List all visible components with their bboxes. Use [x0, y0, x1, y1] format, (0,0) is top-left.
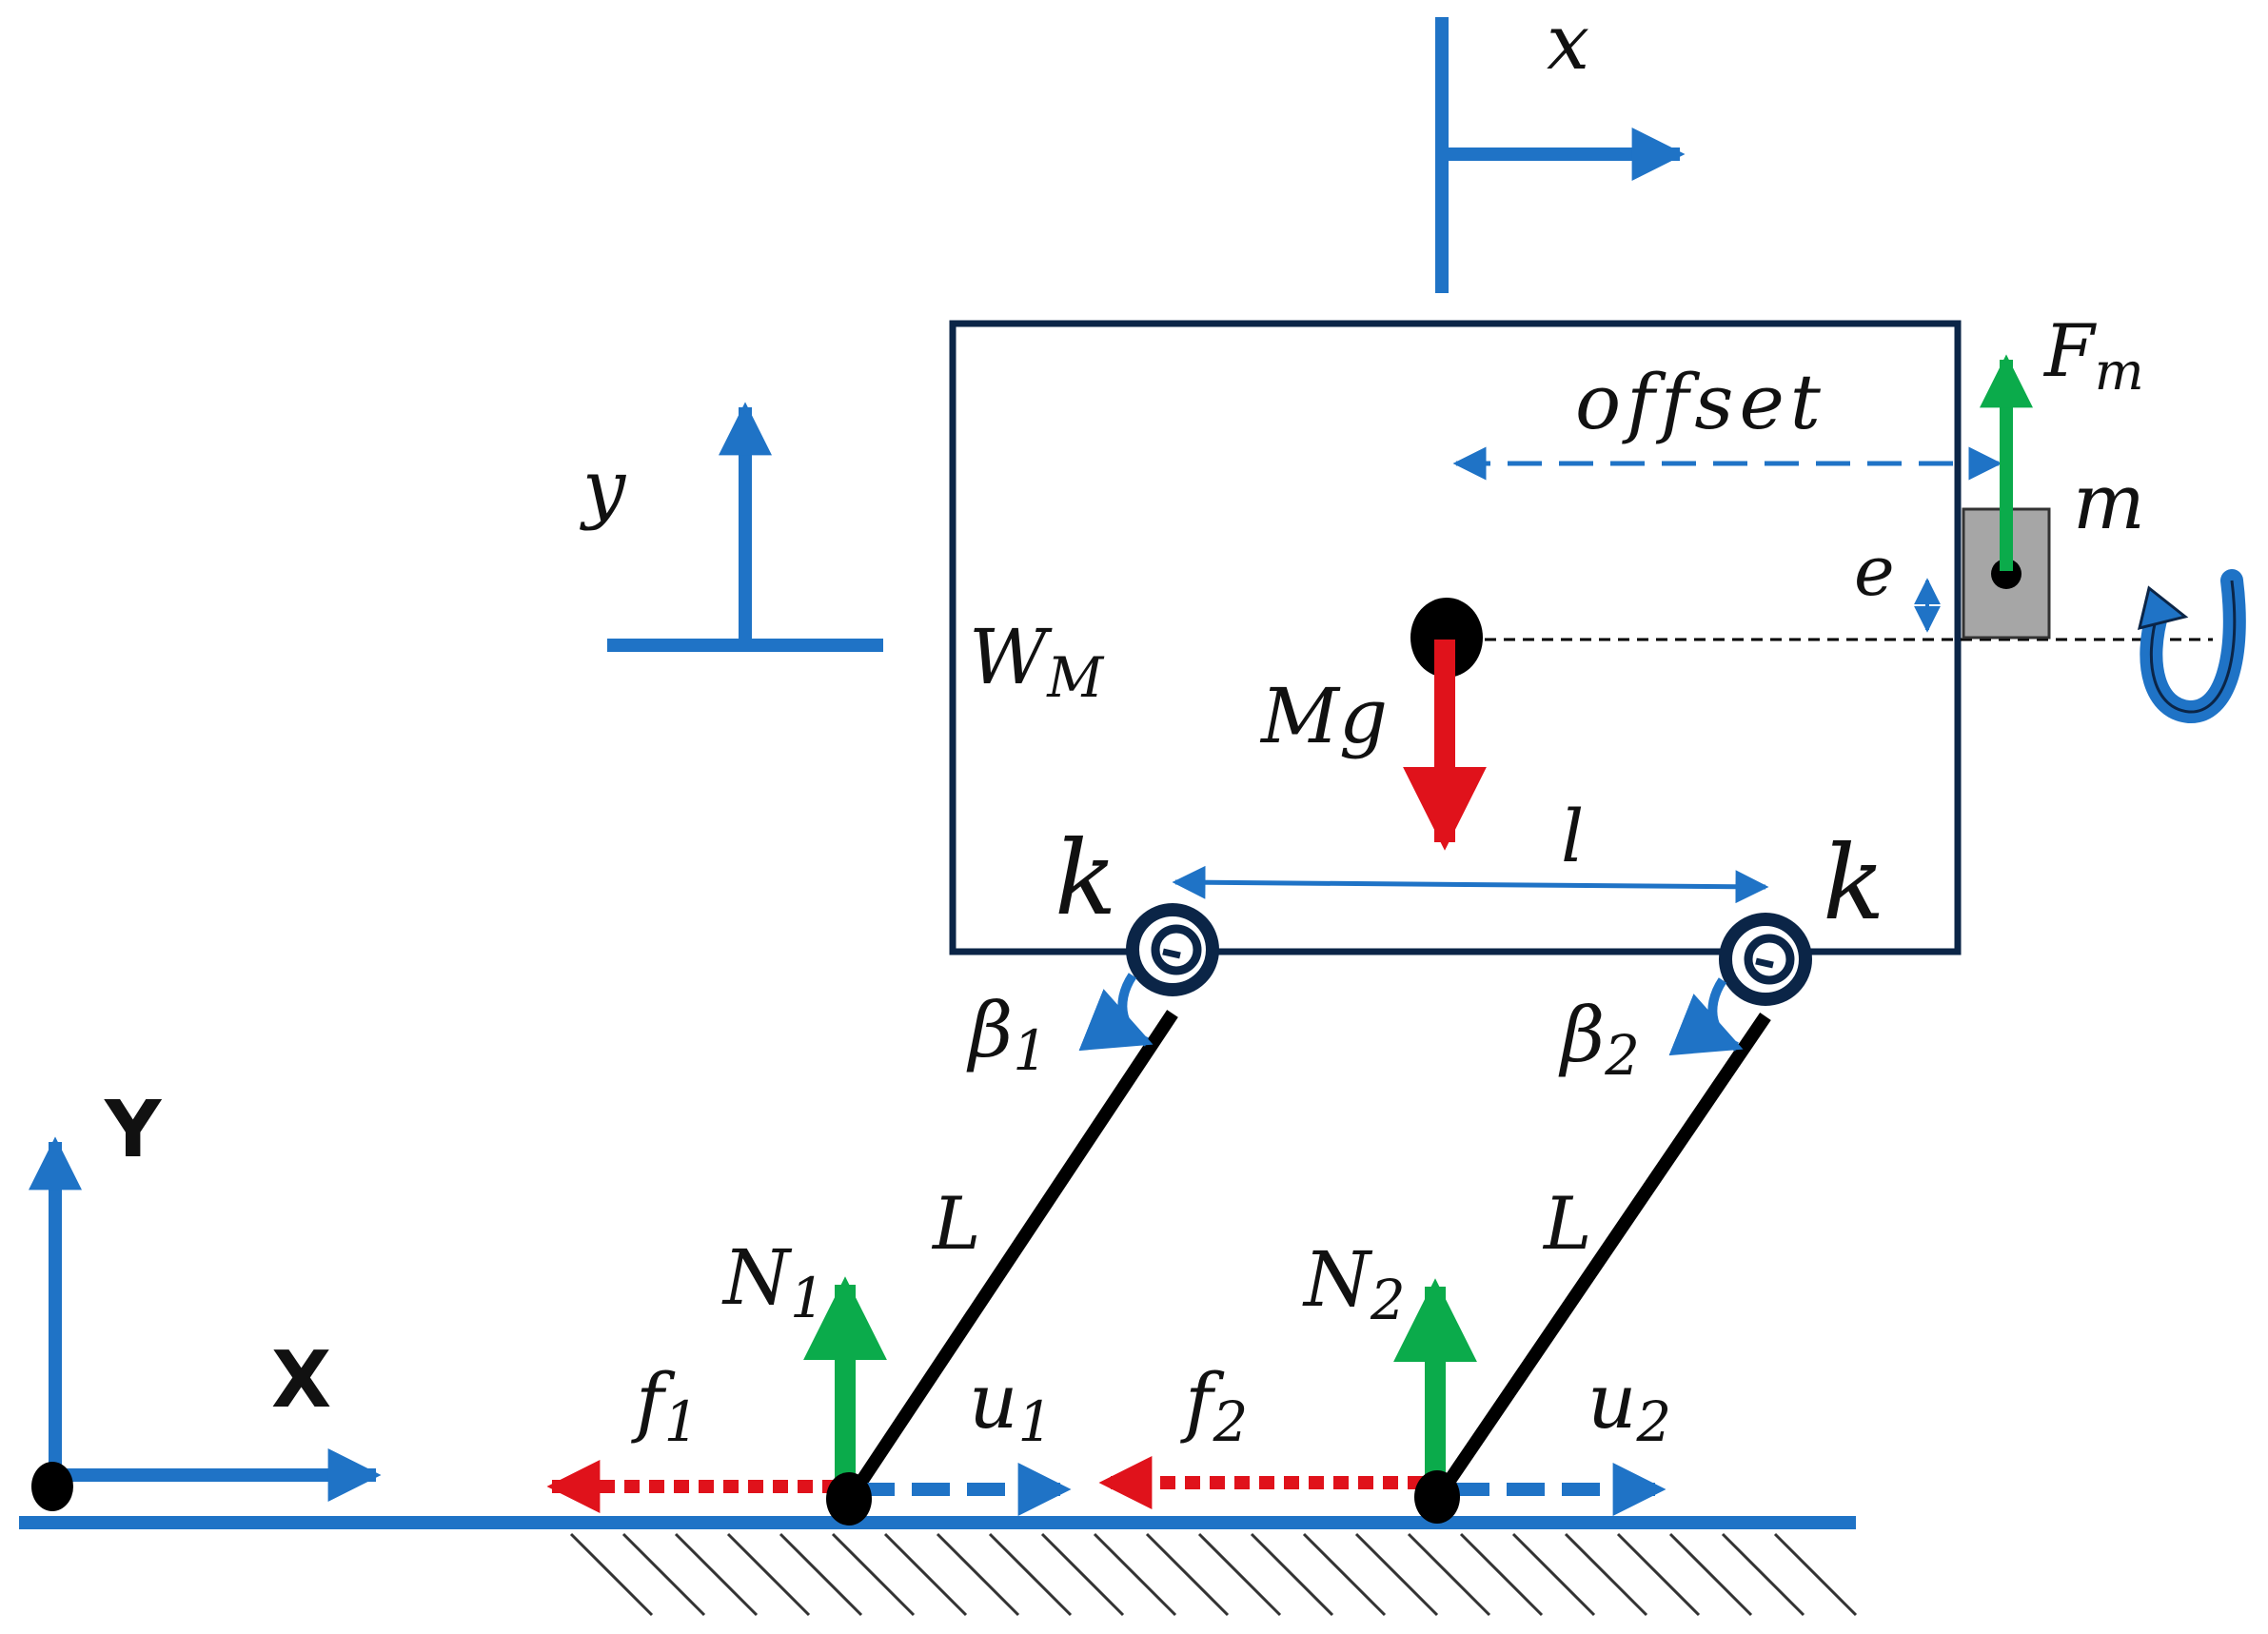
right-leg: [1433, 1013, 1771, 1500]
body-weight-label: WM: [969, 613, 1105, 710]
weight-label: Mg: [1259, 672, 1388, 760]
normal2-label: N2: [1302, 1235, 1406, 1332]
global-x-label: X: [271, 1335, 331, 1426]
friction1-label: f1: [631, 1357, 699, 1454]
beta2-label: β2: [1558, 991, 1640, 1088]
mass-force-label: Fm: [2042, 308, 2144, 402]
global-frame: Y X: [28, 1085, 382, 1511]
actuation2-label: u2: [1588, 1357, 1671, 1454]
left-spring-label: k: [1055, 819, 1116, 938]
body-x-frame: x: [1435, 0, 1686, 293]
leg-spacing-label: l: [1561, 794, 1584, 878]
left-torsion-spring: [1126, 903, 1219, 996]
beta2-angle-arrow: [1668, 977, 1744, 1056]
friction2-label: f2: [1180, 1357, 1248, 1454]
actuation1-label: u1: [969, 1357, 1053, 1454]
eccentricity-label: e: [1854, 531, 1895, 611]
body-x-label: x: [1547, 0, 1589, 87]
right-torsion-spring: [1719, 913, 1812, 1006]
foot1-contact-dot: [826, 1472, 872, 1526]
foot2-contact-dot: [1414, 1470, 1460, 1524]
right-spring-label: k: [1823, 824, 1884, 943]
center-of-mass-dot: [1410, 598, 1483, 678]
body-y-frame: y: [580, 402, 883, 652]
ground-hatching: [569, 1532, 1858, 1617]
right-leg-label: L: [1542, 1181, 1591, 1266]
offset-label: offset: [1575, 358, 1826, 446]
mass-label: m: [2073, 458, 2145, 546]
main-body: [949, 320, 1962, 955]
beta1-label: β1: [966, 986, 1048, 1083]
rotation-icon: [2137, 569, 2246, 723]
left-leg: [846, 1010, 1178, 1500]
leg-spacing-dimension: [1172, 865, 1769, 904]
body-y-label: y: [580, 443, 627, 532]
left-leg-label: L: [931, 1181, 980, 1266]
eccentric-mass-dot: [1991, 559, 2021, 589]
global-y-label: Y: [104, 1085, 163, 1175]
beta1-angle-arrow: [1078, 973, 1154, 1052]
normal1-label: N1: [721, 1233, 825, 1330]
global-origin-dot: [31, 1462, 73, 1511]
